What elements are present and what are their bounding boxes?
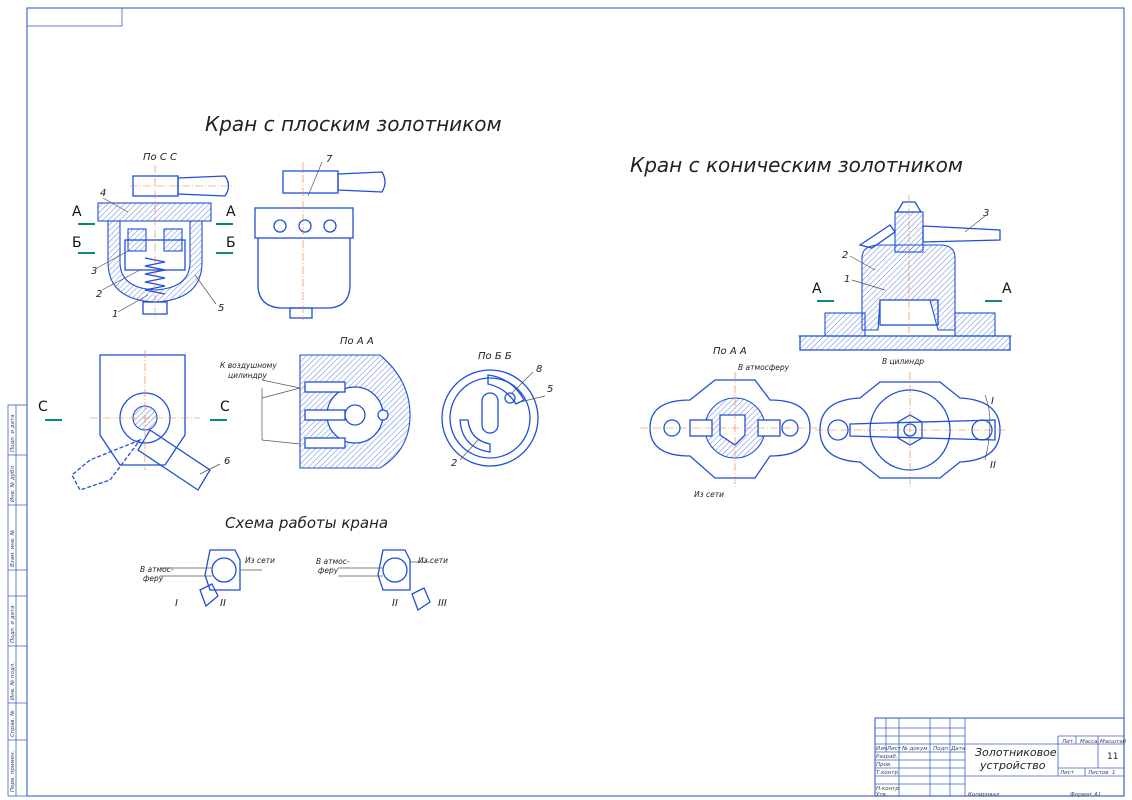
flat-valve-section-bb: По Б Б 8 5 2 (441, 351, 553, 469)
callout-flat-5b: 5 (547, 384, 553, 395)
callout-flat-2: 2 (96, 289, 102, 300)
format-label: Формат А1 (1070, 792, 1101, 798)
callout-flat-7: 7 (326, 154, 333, 165)
scheme-left-atm-1: В атмос- (140, 565, 174, 574)
label-to-cylinder-conical: В цилиндр (882, 357, 924, 366)
callout-flat-6: 6 (224, 456, 230, 467)
callout-flat-2b: 2 (451, 458, 457, 469)
label-to-atmosphere: В атмосферу (738, 363, 790, 372)
hdr-sign: Подп. (933, 746, 950, 752)
callout-conical-3: 3 (983, 208, 989, 219)
scheme-right-pos-a: II (392, 598, 398, 609)
conical-valve-section-aa: По А А В атмосферу Из сети (640, 346, 820, 499)
callout-flat-1: 1 (112, 309, 118, 320)
mark-a-conical-left: А (812, 281, 822, 297)
row-sheet: Лист (1059, 770, 1075, 776)
doc-name-2: устройство (979, 759, 1046, 772)
role-5: Н.контр. (876, 786, 901, 792)
sheet-frame (7, 7, 1125, 797)
side-label-7: Перв. примен. (10, 750, 16, 792)
mark-b-left: Б (72, 235, 82, 251)
callout-conical-2: 2 (842, 250, 848, 261)
label-view-cc: По С С (143, 152, 177, 163)
col-mass: Масса (1080, 739, 1098, 745)
hdr-date: Дата (950, 746, 966, 752)
scheme-left: В атмос- феру Из сети I II (140, 549, 275, 609)
side-label-1: Подп. и дата (10, 414, 16, 452)
position-i: I (991, 396, 994, 407)
scheme-left-atm-2: феру (143, 574, 164, 583)
hdr-doc: № докум. (901, 746, 929, 752)
flat-valve-top-view: С С 6 (38, 350, 230, 491)
label-to-cylinder-2: цилиндру (228, 371, 267, 380)
doc-name-1: Золотниковое (975, 746, 1057, 759)
sheets-value: 1 (1112, 770, 1116, 776)
side-strip-labels: Подп. и дата Инв. № дубл. Взам. инв. № П… (10, 414, 16, 792)
conical-valve-section: А А 3 2 1 (798, 195, 1012, 351)
scheme-right: В атмос- феру Из сети II III (316, 549, 448, 611)
title-conical-valve: Кран с коническим золотником (630, 153, 963, 177)
copied-label: Копировал (968, 792, 1000, 798)
label-from-network: Из сети (694, 490, 724, 499)
role-1: Разраб. (876, 754, 898, 760)
callout-flat-8: 8 (536, 364, 542, 375)
scheme-left-pos-b: II (220, 598, 226, 609)
side-label-4: Подп. и дата (10, 605, 16, 643)
label-to-cylinder-1: К воздушному (220, 361, 277, 370)
mark-c-left: С (38, 399, 48, 415)
title-block: Изм. Лист № докум. Подп. Дата Разраб. Пр… (874, 717, 1127, 798)
side-label-2: Инв. № дубл. (10, 464, 16, 502)
scheme-left-pos-a: I (175, 598, 178, 609)
flat-valve-section-cc: По С С А Б А Б 4 3 2 1 5 (72, 152, 236, 320)
callout-conical-1: 1 (844, 274, 850, 285)
title-flat-valve: Кран с плоским золотником (205, 112, 502, 136)
hdr-izm: Изм. (876, 746, 889, 752)
title-scheme: Схема работы крана (225, 514, 388, 532)
callout-flat-3: 3 (91, 266, 97, 277)
scheme-right-atm-1: В атмос- (316, 557, 350, 566)
callout-flat-4: 4 (100, 188, 106, 199)
role-6: Утв. (876, 792, 888, 798)
label-view-bb: По Б Б (478, 351, 512, 362)
label-view-aa-conical: По А А (713, 346, 747, 357)
role-3: Т.контр. (876, 770, 900, 776)
hdr-list: Лист (886, 746, 902, 752)
conical-valve-top-view: В цилиндр I II (815, 357, 1005, 488)
mark-a-conical-right: А (1002, 281, 1012, 297)
scheme-right-net: Из сети (418, 556, 448, 565)
mark-a-left: А (72, 204, 82, 220)
mark-b-right: Б (226, 235, 236, 251)
label-view-aa-flat: По А А (340, 336, 374, 347)
side-label-3: Взам. инв. № (10, 529, 16, 567)
side-label-5: Инв. № подл. (10, 662, 16, 700)
role-2: Пров. (876, 762, 892, 768)
col-scale: Масштаб (1100, 739, 1127, 745)
col-lit: Лит. (1061, 739, 1075, 745)
scheme-right-atm-2: феру (318, 566, 339, 575)
mark-a-right: А (226, 204, 236, 220)
callout-flat-5: 5 (218, 303, 224, 314)
scheme-left-net: Из сети (245, 556, 275, 565)
side-label-6: Справ. № (10, 710, 16, 737)
position-ii: II (990, 460, 996, 471)
row-sheets: Листов (1087, 770, 1109, 776)
flat-valve-section-aa: По А А К воздушному цилиндру (220, 336, 411, 469)
scheme-right-pos-b: III (438, 598, 447, 609)
mark-c-right: С (220, 399, 230, 415)
scale-value: 11 (1107, 752, 1118, 762)
flat-valve-front-view: 7 (254, 154, 386, 320)
